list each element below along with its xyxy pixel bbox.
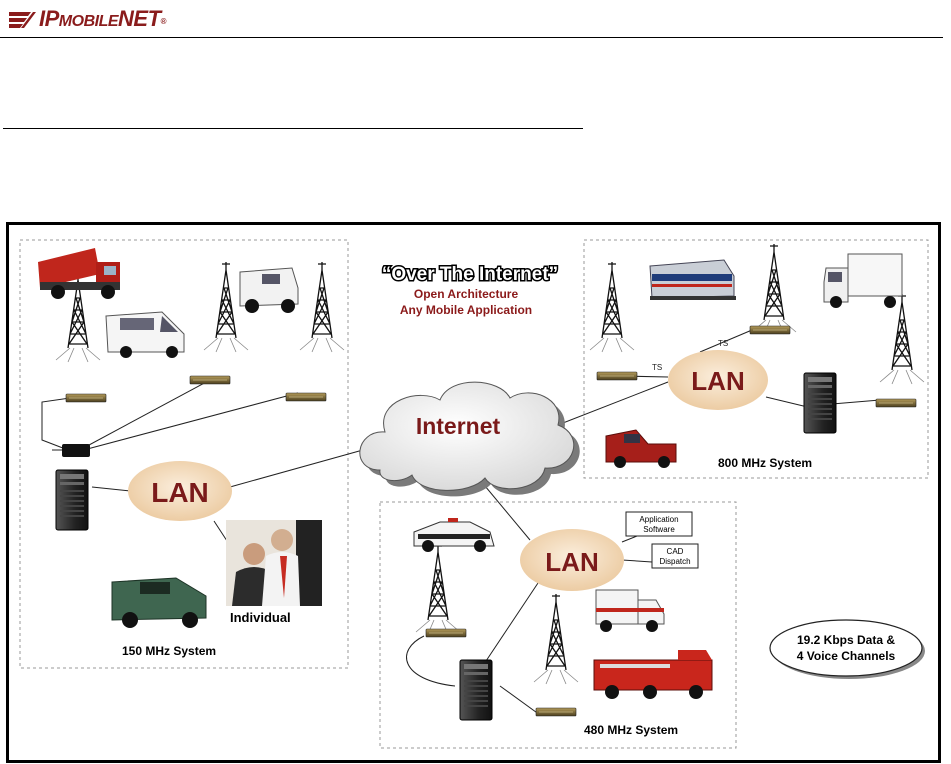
system-480-label: 480 MHz System	[584, 723, 678, 737]
tower-icon	[300, 262, 344, 352]
lan-150mhz-label: LAN	[151, 477, 209, 508]
train-icon	[650, 260, 736, 300]
cad-line-1: CAD	[667, 547, 684, 556]
tower-icon	[880, 294, 924, 384]
lan-800mhz-label: LAN	[691, 366, 744, 396]
tower-icon	[590, 262, 634, 352]
diagram-tagline-2: Any Mobile Application	[400, 303, 532, 317]
server-icon	[56, 470, 88, 530]
cad-line-2: Dispatch	[659, 557, 690, 566]
server-icon	[460, 660, 492, 720]
van-icon	[106, 312, 184, 358]
tower-icon	[534, 594, 578, 684]
diagram-tagline-1: Open Architecture	[414, 287, 519, 301]
radio-unit-icon	[597, 372, 637, 380]
internet-cloud-icon	[360, 382, 580, 496]
data-voice-badge: 19.2 Kbps Data & 4 Voice Channels	[770, 620, 925, 679]
ambulance-icon	[596, 590, 664, 632]
application-software-box: Application Software	[626, 512, 692, 536]
tower-icon	[752, 244, 796, 334]
jeep-icon	[240, 268, 298, 313]
dump-truck-icon	[38, 248, 120, 299]
individual-label: Individual	[230, 610, 291, 625]
system-800-label: 800 MHz System	[718, 456, 812, 470]
radio-unit-icon	[66, 394, 106, 402]
radio-unit-icon	[536, 708, 576, 716]
fire-truck-icon	[594, 650, 712, 699]
tower-icon	[416, 544, 460, 634]
lan-150mhz: LAN	[128, 461, 232, 521]
ts-label: TS	[718, 339, 728, 348]
app-software-line-2: Software	[643, 525, 675, 534]
lan-480mhz: LAN	[520, 529, 624, 591]
radio-unit-icon	[286, 393, 326, 401]
diagram-heading: “Over The Internet”	[382, 264, 558, 285]
lan-800mhz: LAN	[668, 350, 768, 410]
lan-480mhz-label: LAN	[545, 547, 598, 577]
internet-label: Internet	[416, 413, 501, 439]
radio-unit-icon	[750, 326, 790, 334]
police-car-icon	[414, 518, 494, 552]
data-voice-line-2: 4 Voice Channels	[797, 649, 896, 663]
radio-unit-icon	[190, 376, 230, 384]
system-150-label: 150 MHz System	[122, 644, 216, 658]
server-icon	[804, 373, 836, 433]
radio-unit-icon	[426, 629, 466, 637]
radio-unit-icon	[876, 399, 916, 407]
box-truck-icon	[824, 254, 902, 308]
cad-dispatch-box: CAD Dispatch	[652, 544, 698, 568]
app-software-line-1: Application	[639, 515, 678, 524]
hummer-icon	[112, 578, 206, 628]
data-voice-line-1: 19.2 Kbps Data &	[797, 633, 895, 647]
pickup-truck-icon	[606, 430, 676, 468]
switch-icon	[62, 444, 90, 457]
ts-label: TS	[652, 363, 662, 372]
people-photo-icon	[226, 520, 322, 606]
